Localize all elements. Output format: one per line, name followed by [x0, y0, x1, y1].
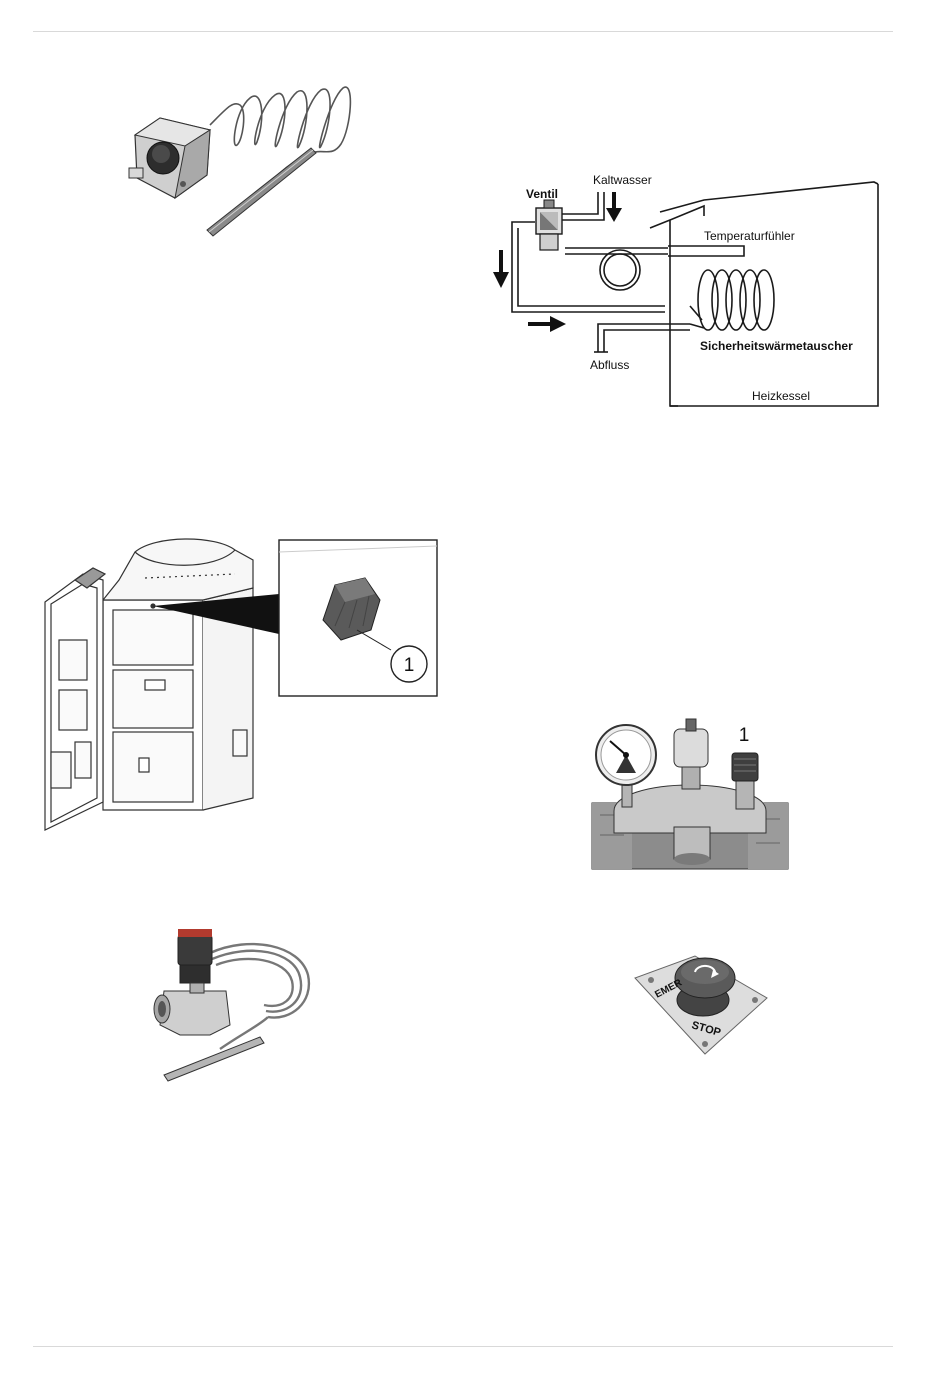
cold-water-inlet	[560, 192, 604, 220]
thermal-discharge-valve-figure	[150, 925, 320, 1085]
flow-arrow-down-inlet	[606, 192, 622, 222]
label-sensor: Temperaturfühler	[704, 229, 795, 243]
valve-symbol	[536, 200, 562, 250]
air-vent-icon	[674, 719, 708, 789]
boiler-door-figure: 1	[35, 530, 440, 840]
flow-arrow-right	[528, 316, 566, 332]
magnified-callout: 1	[279, 540, 437, 696]
safety-group-number: 1	[739, 725, 750, 746]
label-valve: Ventil	[526, 187, 558, 201]
safety-group-figure: 1	[590, 715, 790, 875]
callout-number: 1	[404, 655, 415, 676]
cold-water-loop	[512, 222, 665, 312]
emergency-stop-button-icon	[675, 958, 735, 1016]
boiler-outline	[650, 184, 878, 406]
label-cold-water: Kaltwasser	[593, 173, 652, 187]
valve-body	[154, 929, 230, 1035]
sensor-probe	[164, 1037, 264, 1081]
label-exchanger: Sicherheitswärmetauscher	[700, 339, 853, 353]
label-drain: Abfluss	[590, 358, 629, 372]
heat-exchanger-diagram: Ventil Kaltwasser Temperaturfühler Siche…	[490, 170, 890, 410]
sensor-probe	[207, 148, 316, 236]
heat-exchanger-coil	[690, 270, 774, 330]
emergency-stop-figure: EMER STOP	[625, 950, 775, 1060]
drain-pipe	[598, 324, 690, 352]
flow-arrow-down-left	[493, 250, 509, 288]
safety-valve-icon	[732, 753, 758, 809]
capillary-thermostat-figure	[115, 80, 360, 240]
label-boiler: Heizkessel	[752, 389, 810, 403]
header-rule	[33, 31, 893, 32]
footer-rule	[33, 1346, 893, 1347]
thermostat-housing	[129, 118, 210, 198]
